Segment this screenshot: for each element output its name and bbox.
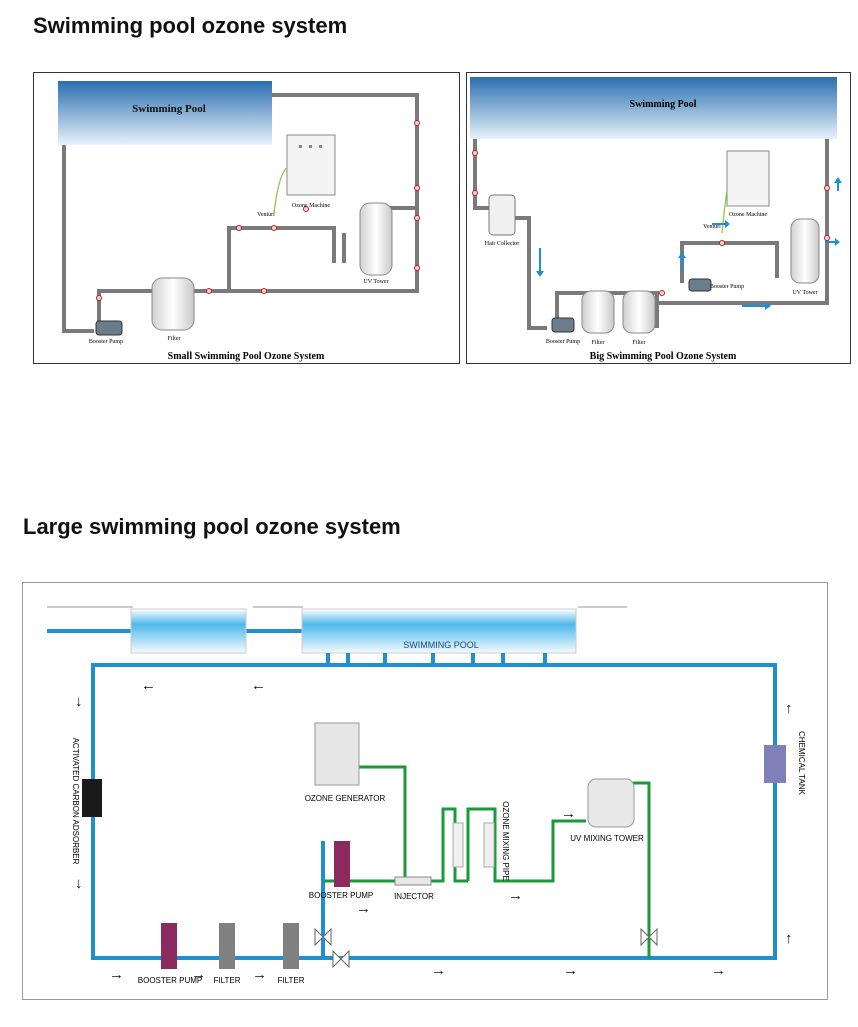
booster-pump-small [95,320,123,336]
arrow-icon: ← [251,678,266,694]
flow-arrows: ← ← ↓ ↓ ↑ ↑ → → → → → → → → → [75,678,793,983]
chemical-tank-label: CHEMICAL TANK [797,731,806,796]
arrow-icon: → [508,888,523,904]
hair-collector-label: Hair Collector [485,241,520,247]
booster-pump-label-big: Booster Pump [546,339,580,345]
filter1-label: FILTER [214,976,241,985]
booster-pump-bottom-label: BOOSTER PUMP [138,976,202,985]
section1-title: Swimming pool ozone system [33,13,348,38]
ozone-machine-label-small: Ozone Machine [292,203,330,209]
arrow-icon: → [711,963,726,979]
arrow-icon: → [431,963,446,979]
filter2 [283,923,299,969]
filter1 [219,923,235,969]
filter2-label-big: Filter [633,340,646,346]
filter2-big [622,290,656,334]
uv-tower-label-big: UV Tower [792,290,817,296]
injector [394,876,432,886]
pool-label-big: Swimming Pool [630,99,697,110]
chemical-tank [764,745,786,783]
booster-pump-big [551,317,575,333]
pool-label-large: SWIMMING POOL [403,640,479,650]
mixing-pipe-2 [483,822,495,868]
pipe-fittings-big [472,150,830,296]
booster-pump-top-label-big: Booster Pump [710,284,744,290]
water-loop [91,653,777,960]
ozone-generator [314,722,360,786]
large-system-panel: SWIMMING POOL ACTIVATED CARBON ADSORBER … [22,582,828,1000]
filter-label-small: Filter [168,336,181,342]
uv-tower-big [790,218,820,284]
section2-title: Large swimming pool ozone system [23,514,401,539]
flow-arrows-big [536,177,842,310]
booster-pump-mid-label: BOOSTER PUMP [309,891,373,900]
arrow-icon: → [191,967,206,983]
pipe-fittings [96,120,420,301]
uv-mixing-tower [587,778,635,828]
uv-tower-label-small: UV Tower [363,279,388,285]
arrow-icon: ↑ [785,931,793,947]
ozone-machine-small [286,134,336,196]
ozone-generator-label: OZONE GENERATOR [305,794,386,803]
big-system-diagram: Swimming Pool Hair Collector Ozone Machi… [470,77,842,362]
booster-pump-bottom [161,923,177,969]
filter1-label-big: Filter [592,340,605,346]
pipe-network [62,93,419,333]
small-system-panel: Swimming Pool Ozone Machine Venturi UV T… [33,72,460,364]
small-system-diagram: Swimming Pool Ozone Machine Venturi UV T… [58,81,420,362]
pool-label-small: Swimming Pool [132,103,206,115]
big-system-caption: Big Swimming Pool Ozone System [590,351,737,362]
arrow-icon: → [109,967,124,983]
arrow-icon: ← [141,678,156,694]
arrow-icon: → [252,967,267,983]
booster-pump-mid [334,841,350,887]
arrow-icon: ↓ [75,694,83,710]
small-system-caption: Small Swimming Pool Ozone System [168,351,325,362]
uv-tower-small [359,202,393,276]
large-system-diagram: SWIMMING POOL ACTIVATED CARBON ADSORBER … [47,606,806,985]
ozone-mixing-pipe-label: OZONE MIXING PIPE [501,801,510,881]
arrow-icon: → [561,806,576,822]
valves [314,927,658,969]
swimming-pool-big [470,77,837,139]
booster-pump-top-big [688,278,712,292]
arrow-icon: → [356,901,371,917]
arrow-icon: → [563,963,578,979]
filter-small [151,277,195,331]
big-system-panel: Swimming Pool Hair Collector Ozone Machi… [466,72,851,364]
hair-collector [488,194,516,236]
mixing-pipe-1 [452,822,464,868]
swimming-pool-large [301,608,577,654]
venturi-label-small: Venturi [257,212,275,218]
pool-section-left [130,608,247,654]
injector-label: INJECTOR [394,892,434,901]
ozone-machine-big [726,150,770,207]
activated-carbon-label: ACTIVATED CARBON ADSORBER [71,738,80,865]
booster-pump-label-small: Booster Pump [89,339,123,345]
uv-mixing-tower-label: UV MIXING TOWER [570,834,644,843]
ozone-tube-small [273,167,288,214]
swimming-pool-small [58,81,272,145]
filter2-label: FILTER [278,976,305,985]
arrow-icon: ↓ [75,876,83,892]
arrow-icon: ↑ [785,701,793,717]
ozone-machine-label-big: Ozone Machine [729,212,767,218]
venturi-label-big: Venturi [703,224,721,230]
filter1-big [581,290,615,334]
activated-carbon-adsorber [82,779,102,817]
